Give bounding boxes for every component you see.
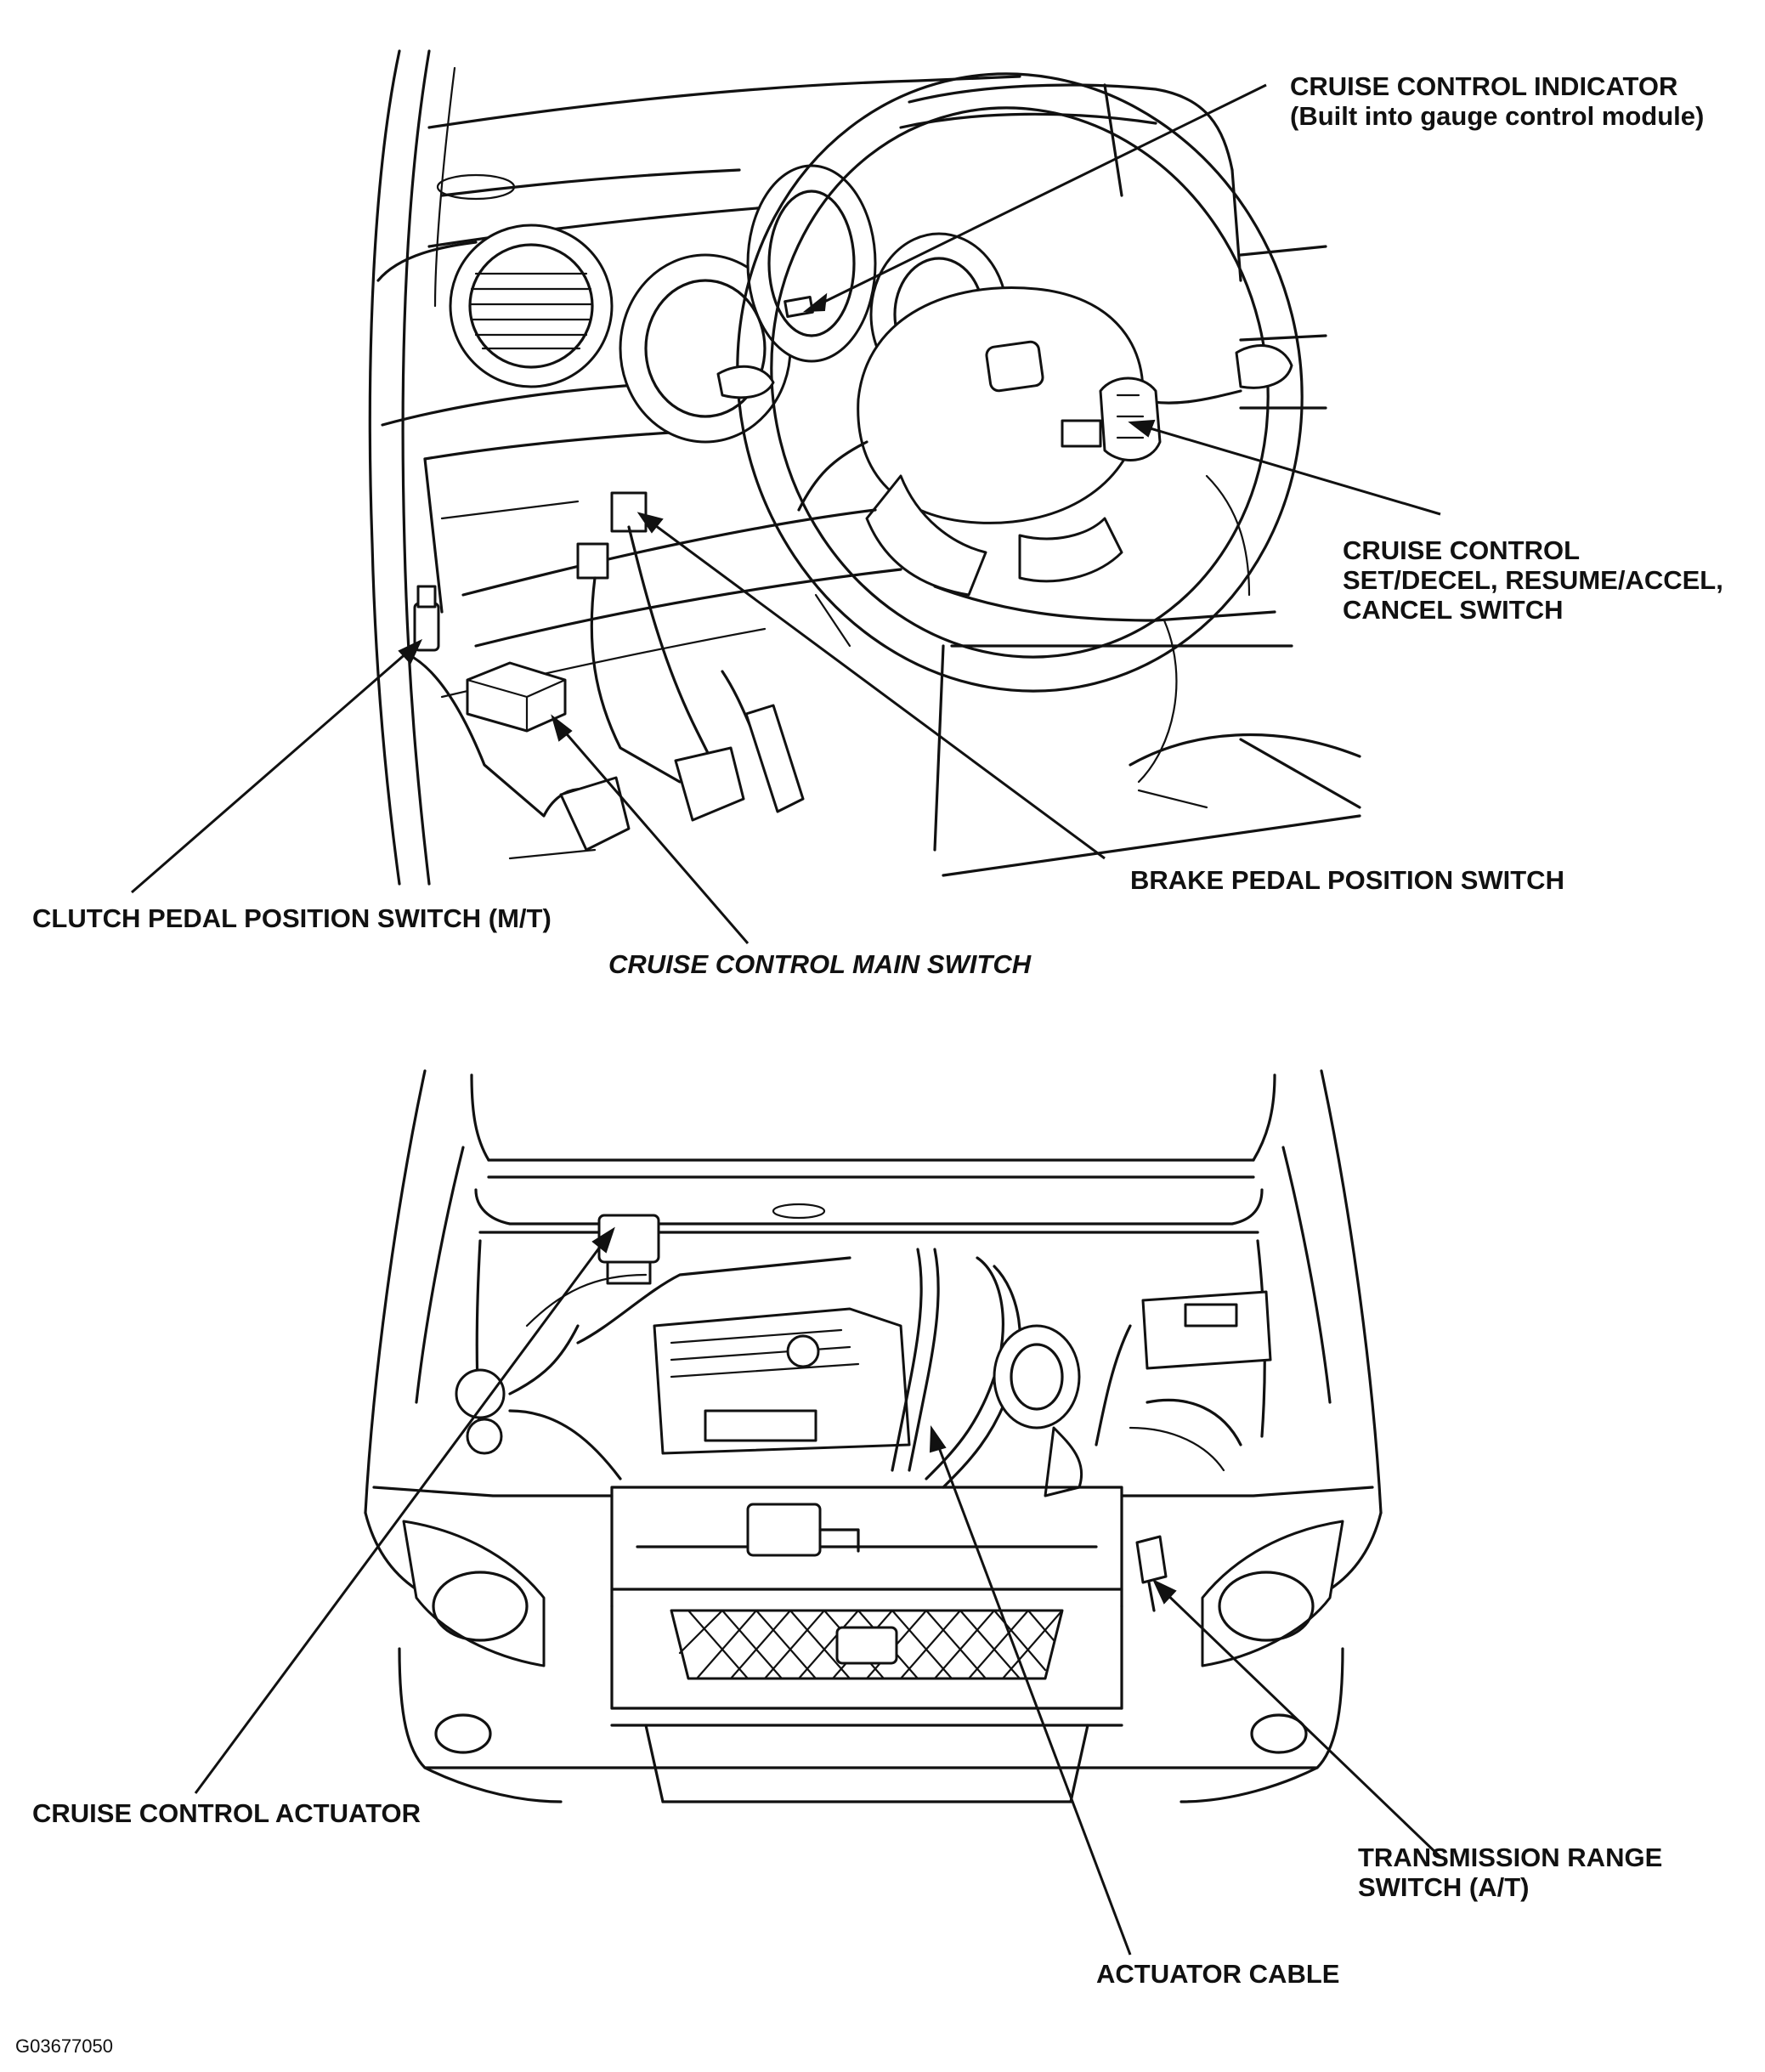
transmission-range-switch bbox=[1135, 1535, 1168, 1612]
brake-pedal-assembly bbox=[576, 491, 745, 822]
label-cruise-indicator-line1: CRUISE CONTROL INDICATOR bbox=[1290, 71, 1678, 101]
cruise-actuator bbox=[597, 1214, 660, 1285]
headlights bbox=[402, 1520, 1344, 1667]
front-grille bbox=[670, 1609, 1064, 1680]
label-cruise-indicator: CRUISE CONTROL INDICATOR (Built into gau… bbox=[1290, 71, 1704, 131]
dashboard-illustration bbox=[368, 49, 1361, 886]
cruise-main-switch bbox=[466, 661, 567, 733]
label-actuator: CRUISE CONTROL ACTUATOR bbox=[32, 1798, 421, 1828]
bottom-leader-lines bbox=[194, 1226, 1442, 1956]
accelerator-pedal bbox=[721, 670, 805, 813]
figure-id: G03677050 bbox=[15, 2035, 113, 2057]
engine-valve-cover bbox=[653, 1307, 911, 1455]
top-leader-lines bbox=[131, 83, 1441, 944]
label-trans-switch-line1: TRANSMISSION RANGE bbox=[1358, 1843, 1663, 1872]
throttle-body bbox=[993, 1324, 1083, 1497]
label-trans-switch: TRANSMISSION RANGE SWITCH (A/T) bbox=[1358, 1843, 1662, 1902]
steering-wheel bbox=[716, 72, 1304, 693]
label-set-switch-line2: SET/DECEL, RESUME/ACCEL, bbox=[1343, 565, 1723, 595]
label-clutch-switch: CLUTCH PEDAL POSITION SWITCH (M/T) bbox=[32, 903, 552, 933]
label-actuator-cable: ACTUATOR CABLE bbox=[1096, 1959, 1340, 1989]
label-set-switch-line1: CRUISE CONTROL bbox=[1343, 535, 1580, 565]
cruise-set-switch bbox=[1061, 376, 1162, 461]
clutch-pedal-assembly bbox=[406, 585, 631, 852]
label-trans-switch-line2: SWITCH (A/T) bbox=[1358, 1872, 1530, 1902]
label-cruise-indicator-line2: (Built into gauge control module) bbox=[1290, 101, 1705, 131]
label-brake-switch: BRAKE PEDAL POSITION SWITCH bbox=[1130, 865, 1564, 895]
label-set-switch-line3: CANCEL SWITCH bbox=[1343, 595, 1564, 625]
cruise-indicator-lamp bbox=[784, 296, 814, 318]
fuse-box bbox=[1141, 1290, 1272, 1370]
label-main-switch: CRUISE CONTROL MAIN SWITCH bbox=[608, 949, 1032, 979]
engine-bay-illustration bbox=[364, 1069, 1383, 1803]
air-vent bbox=[449, 224, 614, 388]
label-set-switch: CRUISE CONTROL SET/DECEL, RESUME/ACCEL, … bbox=[1343, 535, 1723, 625]
